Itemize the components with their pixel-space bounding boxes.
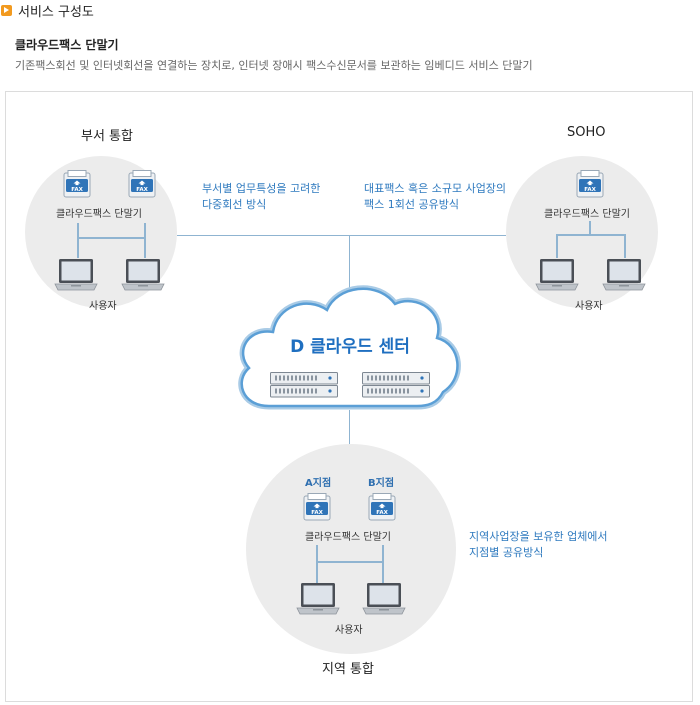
left-group-line [77,237,146,239]
note-line: 지점별 공유방식 [469,546,544,559]
laptop-icon [54,258,98,292]
note-line: 팩스 1회선 공유방식 [364,198,459,211]
left-group-line [144,223,146,258]
bottom-group-title: 지역 통합 [322,662,374,677]
center-up-line [349,235,350,295]
fax-icon [302,493,332,521]
fax-icon [127,170,157,198]
right-group-line [589,221,591,235]
right-group-line [624,234,626,258]
bottom-group-line [316,545,318,583]
right-device-label: 클라우드팩스 단말기 [544,209,630,220]
branch-b-label: B지점 [368,478,395,489]
bottom-group-note: 지역사업장을 보유한 업체에서 지점별 공유방식 [469,529,608,561]
note-line: 부서별 업무특성을 고려한 [202,182,321,195]
right-user-label: 사용자 [575,301,603,312]
intro-description: 기존팩스회선 및 인터넷회선을 연결하는 장치로, 인터넷 장애시 팩스수신문서… [15,59,533,72]
left-device-label: 클라우드팩스 단말기 [56,209,142,220]
right-group-line [556,234,626,236]
bottom-group-circle [246,444,456,654]
bottom-group-line [382,545,384,583]
fax-icon [367,493,397,521]
branch-a-label: A지점 [305,478,332,489]
bottom-device-label: 클라우드팩스 단말기 [305,532,391,543]
server-icon [362,372,430,398]
bottom-group-line [316,561,384,563]
laptop-icon [535,258,579,292]
right-group-line [556,234,558,258]
right-group-title: SOHO [567,125,606,140]
horizontal-backbone-line [177,235,506,236]
center-down-line [349,410,350,444]
section-header: 서비스 구성도 [0,0,94,20]
bottom-user-label: 사용자 [335,625,363,636]
arrow-right-icon [1,4,12,16]
laptop-icon [121,258,165,292]
left-group-title: 부서 통합 [81,129,133,144]
laptop-icon [296,582,340,616]
service-diagram: 부서 통합 클라우드팩스 단말기 사용자 부서별 업무특성을 고려한 다중회선 … [5,91,693,702]
left-user-label: 사용자 [89,301,117,312]
section-title: 서비스 구성도 [18,4,94,20]
fax-icon [575,170,605,198]
right-group-note: 대표팩스 혹은 소규모 사업장의 팩스 1회선 공유방식 [364,181,506,213]
server-icon [270,372,338,398]
left-group-line [77,223,79,258]
fax-icon [62,170,92,198]
note-line: 대표팩스 혹은 소규모 사업장의 [364,182,507,195]
left-group-note: 부서별 업무특성을 고려한 다중회선 방식 [202,181,320,213]
intro-title: 클라우드팩스 단말기 [15,38,119,52]
laptop-icon [362,582,406,616]
note-line: 지역사업장을 보유한 업체에서 [469,530,608,543]
note-line: 다중회선 방식 [202,198,267,211]
laptop-icon [602,258,646,292]
cloud-center-title: D 클라우드 센터 [290,337,410,357]
